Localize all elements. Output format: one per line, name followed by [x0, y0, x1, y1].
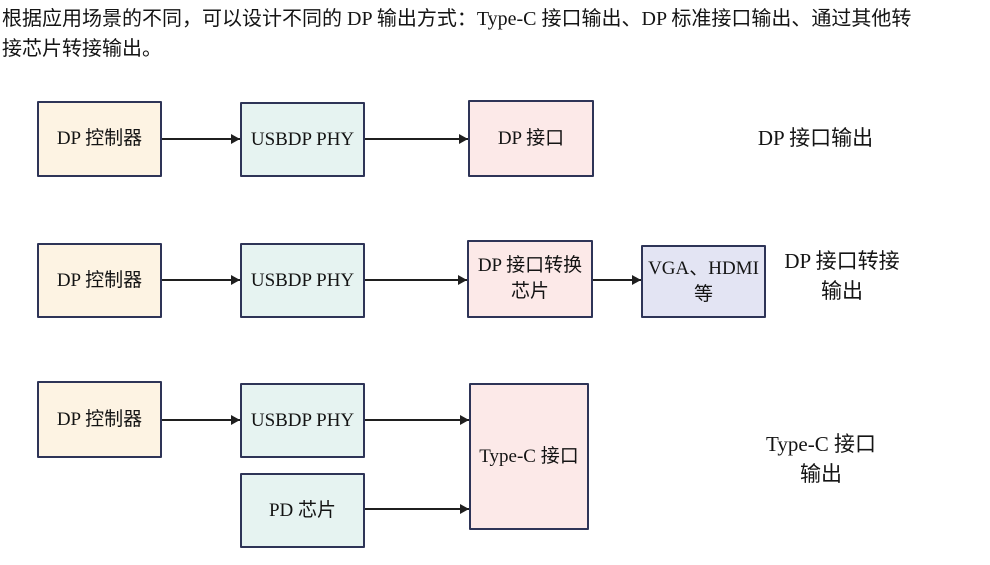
- row3-arrow-controller-to-phy: [162, 419, 240, 421]
- row3-arrow-phy-to-typec: [365, 419, 469, 421]
- row2-vga-hdmi-box: VGA、HDMI 等: [641, 245, 766, 318]
- row3-usbdp-phy-box: USBDP PHY: [240, 383, 365, 458]
- row2-dp-controller-box: DP 控制器: [37, 243, 162, 318]
- row3-typec-port-box: Type-C 接口: [469, 383, 589, 530]
- row2-arrow-phy-to-converter: [365, 279, 467, 281]
- row3-arrow-pd-to-typec: [365, 508, 469, 510]
- row1-arrow-phy-to-port: [365, 138, 468, 140]
- row3-dp-controller-box: DP 控制器: [37, 381, 162, 458]
- row1-dp-controller-box: DP 控制器: [37, 101, 162, 177]
- header-paragraph: 根据应用场景的不同，可以设计不同的 DP 输出方式：Type-C 接口输出、DP…: [2, 8, 912, 60]
- row3-pd-chip-box: PD 芯片: [240, 473, 365, 548]
- row2-output-label: DP 接口转接 输出: [784, 249, 900, 303]
- row3-output-label: Type-C 接口 输出: [766, 432, 876, 486]
- row1-output-label: DP 接口输出: [757, 126, 874, 150]
- row1-arrow-controller-to-phy: [162, 138, 240, 140]
- row2-dp-converter-chip-box: DP 接口转换 芯片: [467, 240, 593, 318]
- row2-arrow-converter-to-adapter: [593, 279, 641, 281]
- row2-arrow-controller-to-phy: [162, 279, 240, 281]
- row1-dp-port-box: DP 接口: [468, 100, 594, 177]
- row2-usbdp-phy-box: USBDP PHY: [240, 243, 365, 318]
- row1-usbdp-phy-box: USBDP PHY: [240, 102, 365, 177]
